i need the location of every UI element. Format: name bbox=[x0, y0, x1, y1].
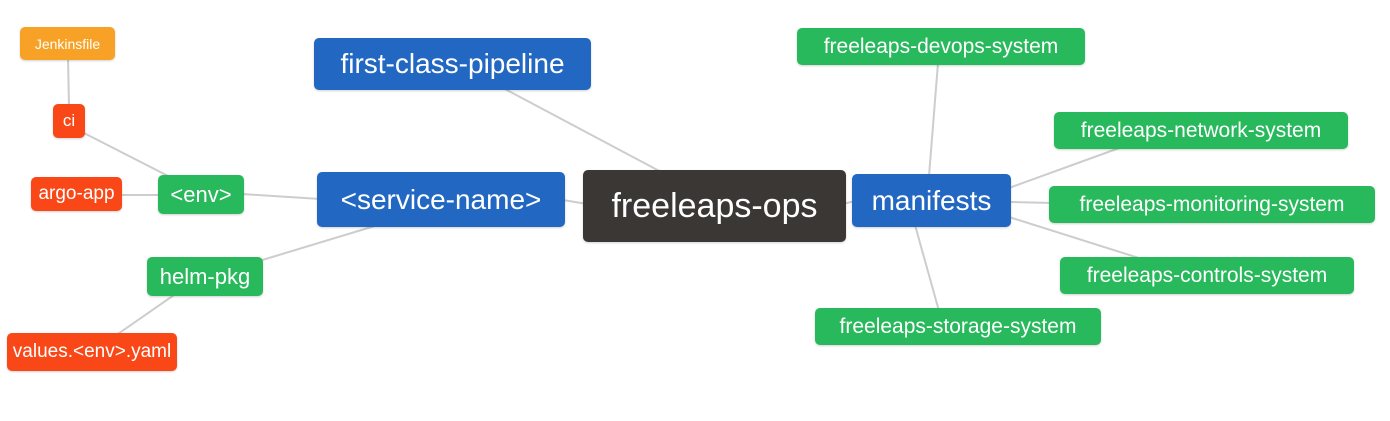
edge-manifests-controls bbox=[1008, 216, 1143, 260]
edge-env-service-name bbox=[241, 193, 321, 200]
node-freeleaps-devops-system[interactable]: freeleaps-devops-system bbox=[797, 28, 1085, 65]
edge-jenkinsfile-ci bbox=[67, 57, 70, 107]
node-manifests[interactable]: manifests bbox=[852, 174, 1011, 227]
node-freeleaps-network-system[interactable]: freeleaps-network-system bbox=[1054, 112, 1348, 149]
node-freeleaps-controls-system[interactable]: freeleaps-controls-system bbox=[1060, 257, 1354, 294]
edge-manifests-monitoring bbox=[1008, 201, 1054, 204]
node-first-class-pipeline[interactable]: first-class-pipeline bbox=[314, 38, 591, 90]
node-ci[interactable]: ci bbox=[53, 104, 85, 138]
edge-helm-pkg-values bbox=[114, 294, 175, 337]
edge-pipeline-ops bbox=[502, 87, 666, 175]
edge-ci-env bbox=[81, 131, 175, 180]
node-values-env-yaml[interactable]: values.<env>.yaml bbox=[7, 333, 177, 371]
node-env[interactable]: <env> bbox=[158, 175, 244, 214]
node-freeleaps-monitoring-system[interactable]: freeleaps-monitoring-system bbox=[1049, 186, 1375, 223]
node-helm-pkg[interactable]: helm-pkg bbox=[147, 257, 263, 296]
edge-manifests-storage bbox=[914, 224, 940, 312]
node-freeleaps-storage-system[interactable]: freeleaps-storage-system bbox=[815, 308, 1101, 345]
edge-service-name-helm-pkg bbox=[258, 224, 379, 262]
edge-manifests-network bbox=[1008, 146, 1123, 189]
node-jenkinsfile[interactable]: Jenkinsfile bbox=[20, 27, 115, 60]
node-argo-app[interactable]: argo-app bbox=[31, 177, 122, 211]
node-freeleaps-ops-root[interactable]: freeleaps-ops bbox=[583, 170, 846, 242]
node-service-name[interactable]: <service-name> bbox=[317, 172, 565, 227]
edge-manifests-devops bbox=[928, 62, 939, 177]
